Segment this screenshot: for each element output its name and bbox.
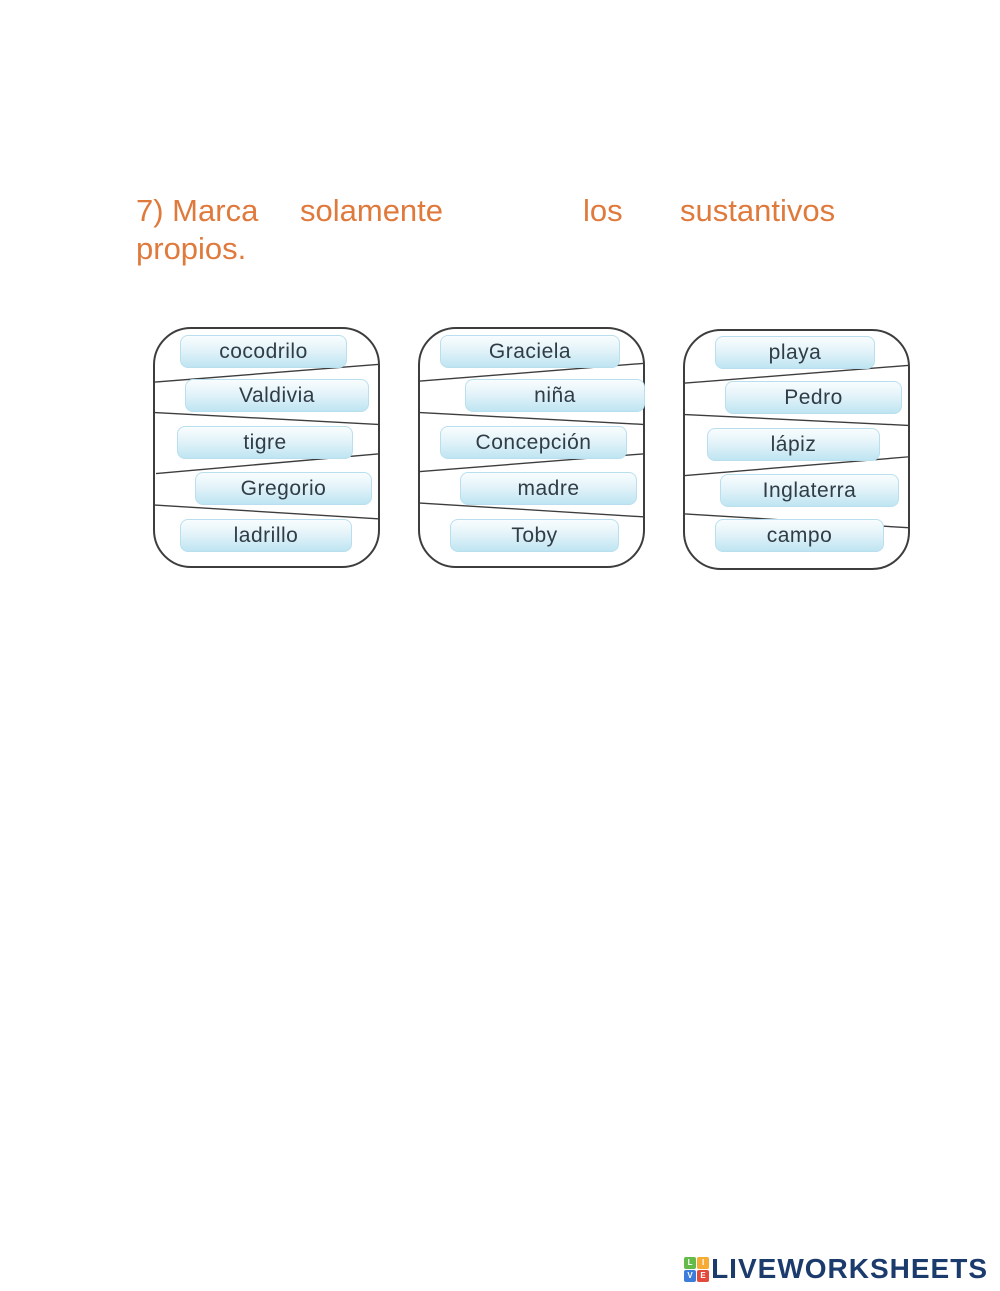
word-button[interactable]: Toby [450, 519, 619, 552]
logo-square-e: E [697, 1269, 710, 1282]
word-button[interactable]: Inglaterra [720, 474, 899, 507]
word-button[interactable]: lápiz [707, 428, 880, 461]
word-button[interactable]: Valdivia [185, 379, 369, 412]
logo-square-v: V [684, 1269, 697, 1282]
word-button[interactable]: playa [715, 336, 875, 369]
logo-square-i: I [697, 1256, 710, 1269]
word-button[interactable]: Concepción [440, 426, 627, 459]
liveworksheets-icon: L I V E [684, 1256, 710, 1282]
prompt-word: los [583, 193, 623, 228]
word-button[interactable]: madre [460, 472, 637, 505]
prompt-word: 7) Marca [136, 193, 259, 228]
word-button[interactable]: campo [715, 519, 884, 552]
prompt-word: solamente [300, 193, 444, 228]
word-button[interactable]: tigre [177, 426, 353, 459]
logo-square-l: L [684, 1256, 697, 1269]
prompt-line-2: propios. [136, 231, 247, 266]
word-button[interactable]: ladrillo [180, 519, 352, 552]
word-button[interactable]: Graciela [440, 335, 620, 368]
logo-text: LIVEWORKSHEETS [711, 1253, 988, 1284]
exercise-prompt: 7) Marca solamente los sustantivos propi… [136, 192, 836, 268]
prompt-line-1: 7) Marca solamente los sustantivos [136, 192, 836, 230]
liveworksheets-logo[interactable]: L I V E LIVEWORKSHEETS [684, 1255, 988, 1283]
word-button[interactable]: cocodrilo [180, 335, 347, 368]
word-button[interactable]: Gregorio [195, 472, 372, 505]
word-button[interactable]: Pedro [725, 381, 902, 414]
word-button[interactable]: niña [465, 379, 645, 412]
prompt-word: sustantivos [680, 193, 836, 228]
